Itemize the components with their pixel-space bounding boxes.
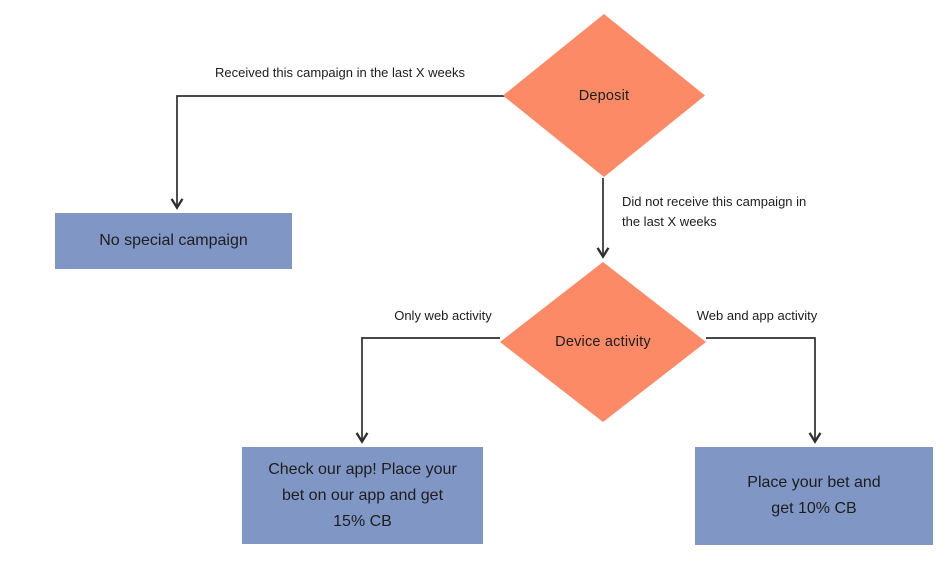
outcome-node-label-line: Check our app! Place your — [268, 460, 457, 478]
edge-deposit-to-no-campaign — [170, 95, 505, 210]
edge-label-only-web-activity: Only web activity — [394, 308, 492, 323]
outcome-node-web-and-app-offer: Place your bet and get 10% CB — [695, 447, 933, 545]
outcome-node-label-line: Place your bet and — [747, 474, 881, 491]
edge-label-line: Did not receive this campaign in — [622, 194, 807, 209]
outcome-node-label: No special campaign — [99, 232, 248, 249]
outcome-node-web-only-offer: Check our app! Place your bet on our app… — [242, 447, 483, 544]
edge-device-to-web-only — [355, 337, 500, 444]
outcome-node-label-line: get 10% CB — [771, 500, 857, 517]
outcome-node-label-line: 15% CB — [333, 512, 392, 530]
outcome-node-no-special-campaign: No special campaign — [55, 213, 292, 269]
decision-node-label: Deposit — [578, 87, 630, 104]
outcome-node-label-line: bet on our app and get — [281, 486, 444, 504]
edge-label-received-campaign: Received this campaign in the last X wee… — [214, 65, 465, 80]
edge-device-to-web-app — [706, 337, 822, 444]
decision-node-label: Device activity — [555, 334, 651, 350]
edge-label-did-not-receive-campaign: Did not receive this campaign in the las… — [622, 192, 842, 232]
edge-label-web-and-app-activity: Web and app activity — [696, 308, 818, 323]
edge-label-line: the last X weeks — [622, 214, 717, 229]
